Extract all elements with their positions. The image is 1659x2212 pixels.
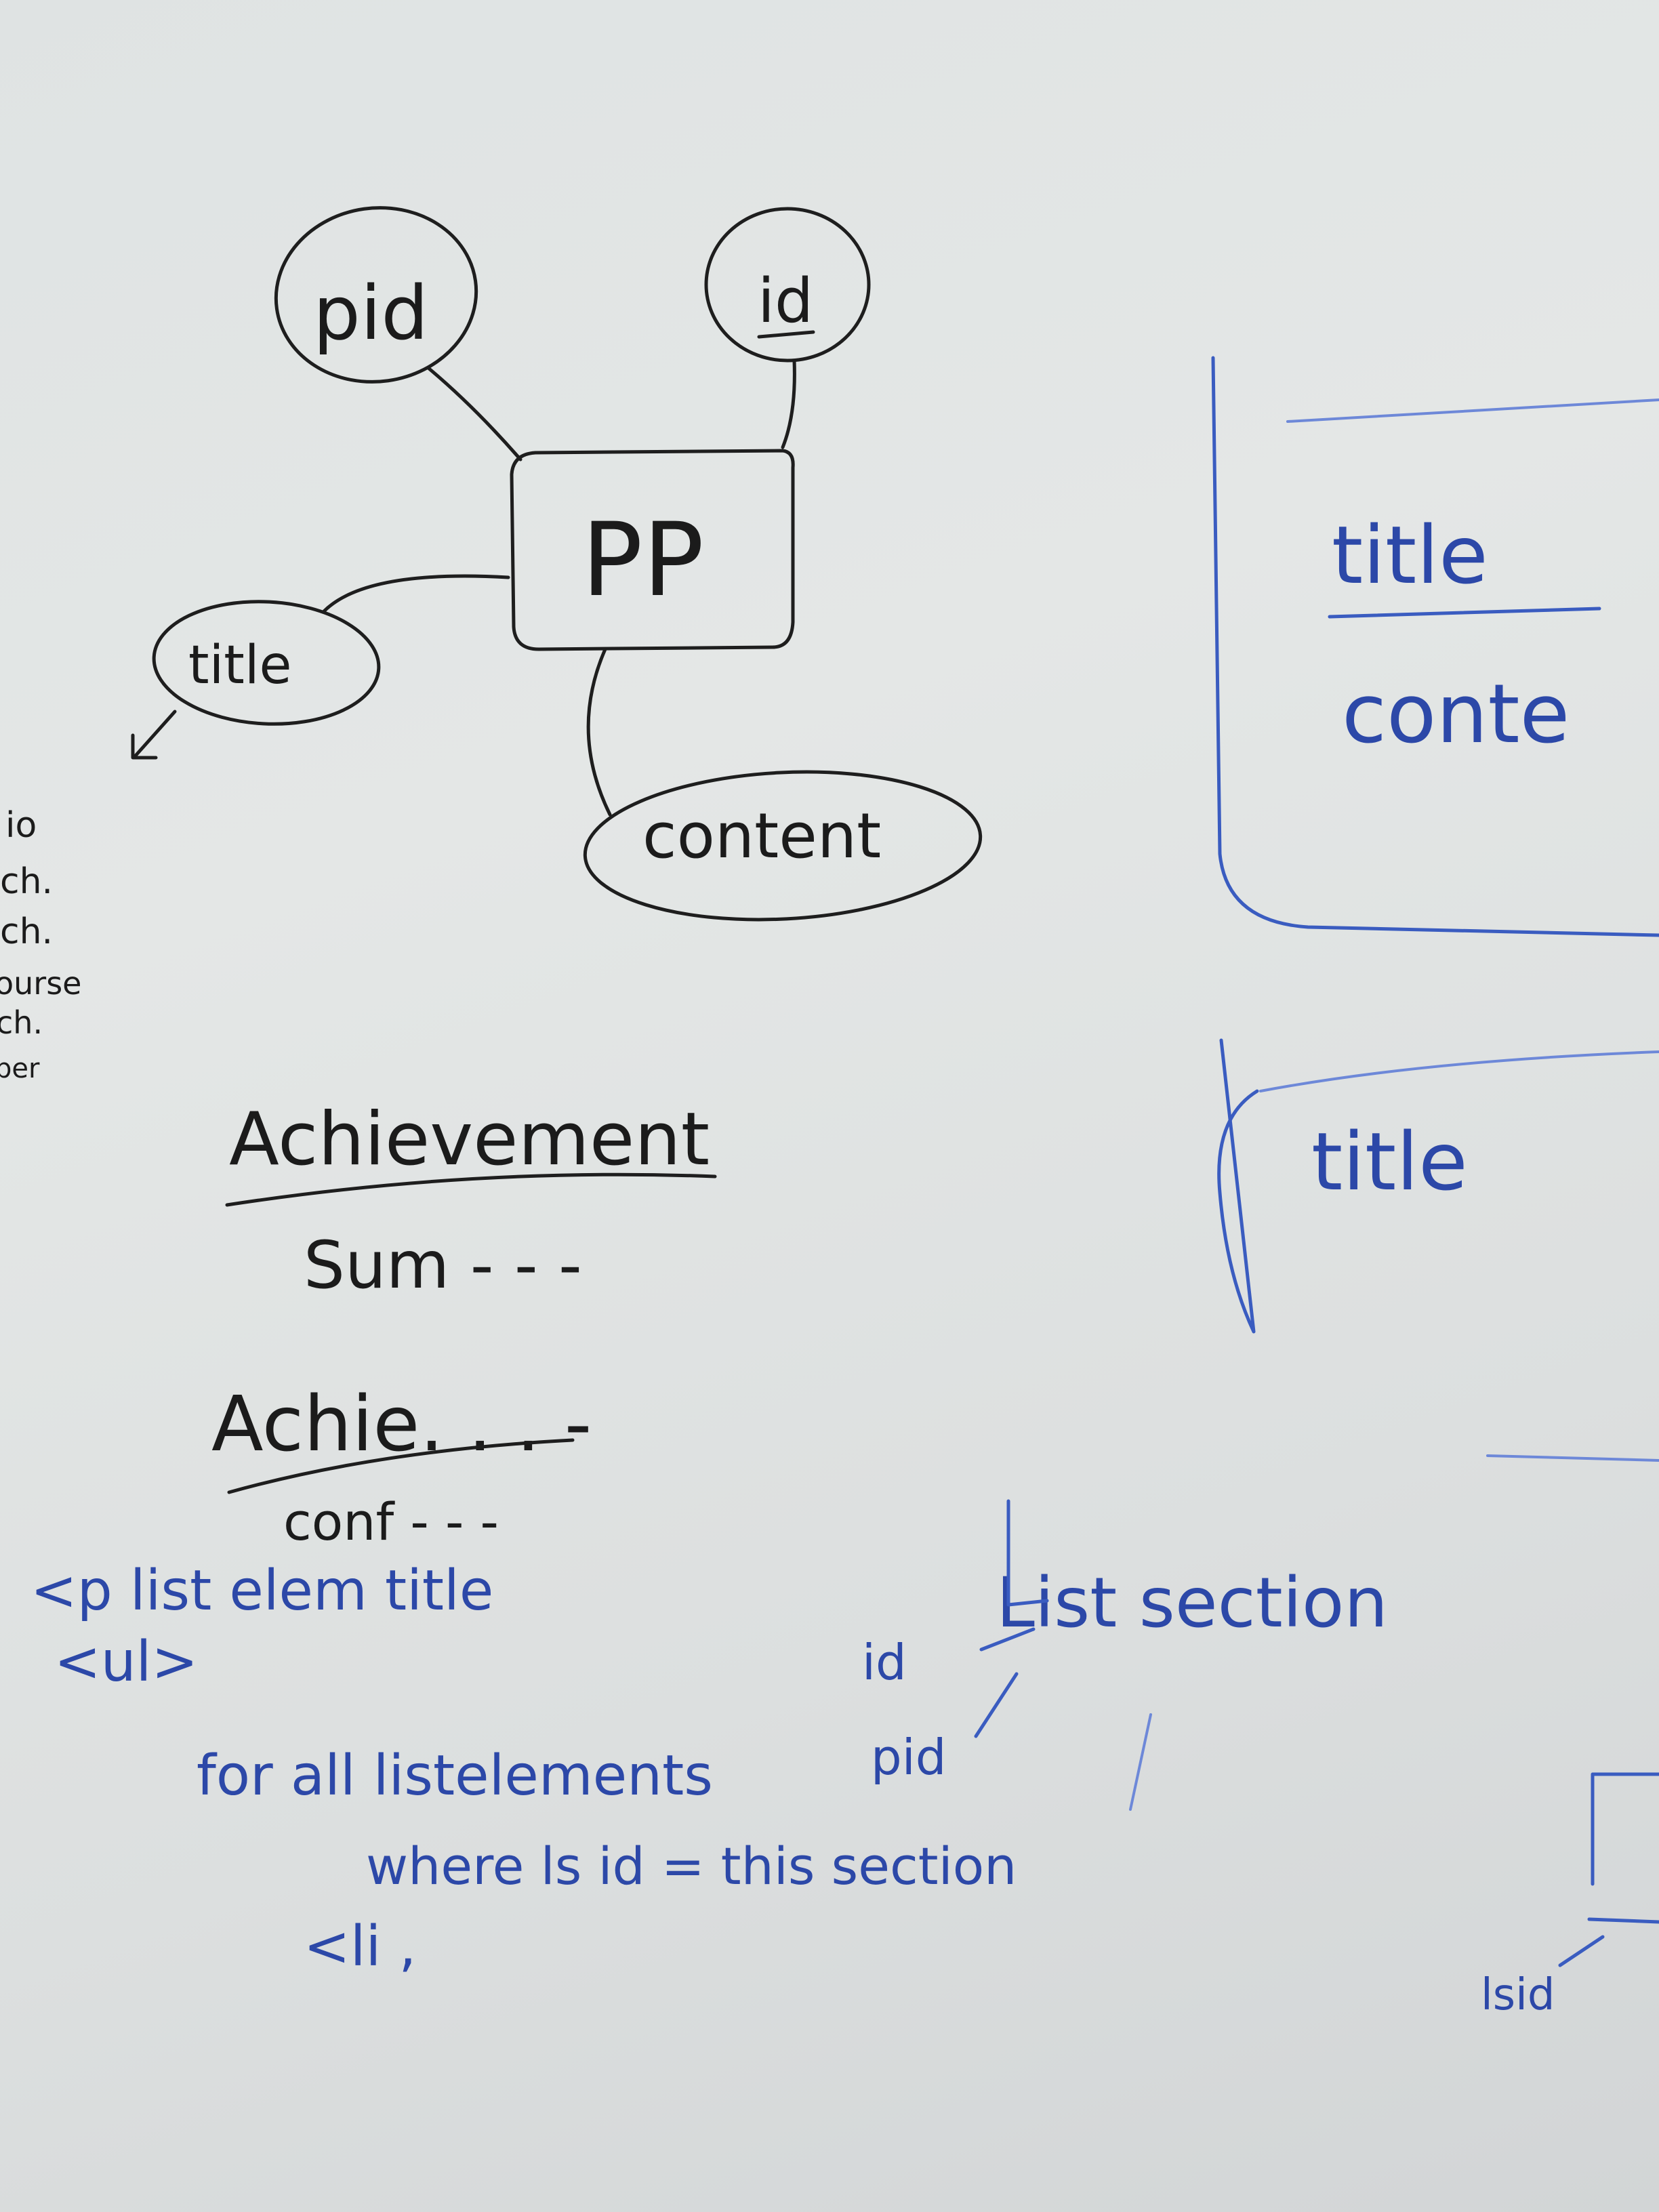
faint-blue-mark (1129, 1713, 1152, 1811)
code-line: <p list elem title (30, 1559, 493, 1623)
wireframe-card-1-border (1211, 356, 1659, 937)
list-section-field-id: id (862, 1634, 907, 1691)
wireframe-card-2-top-line (1259, 1050, 1659, 1092)
attribute-title-ellipse (152, 600, 381, 726)
entity-pp-box (510, 449, 795, 651)
arrow-down-left-icon (131, 710, 177, 760)
margin-fragment: ch. (0, 912, 53, 952)
margin-fragment: ch. (0, 1004, 43, 1041)
wireframe-card-1-title: title (1332, 508, 1488, 602)
margin-fragment: per (0, 1053, 40, 1084)
entity-pp-label: PP (581, 501, 704, 619)
wireframe-card-1-top-line (1286, 398, 1659, 423)
attribute-pid: pid (274, 206, 478, 384)
wireframe-card-1-content: conte (1342, 668, 1570, 762)
margin-fragment: ourse (0, 965, 81, 1002)
attribute-id: id (704, 207, 871, 363)
wireframe-card-2: title (1217, 1038, 1659, 1462)
attribute-pid-ellipse (274, 206, 478, 384)
attribute-id-ellipse (704, 207, 871, 363)
list-section-label: List section (996, 1563, 1388, 1643)
faint-right-line (1486, 1454, 1659, 1462)
partial-entity-box (1587, 1772, 1659, 1924)
attribute-content-ellipse (583, 770, 983, 922)
left-margin-notes: io ch. ch. ourse ch. per (0, 805, 81, 1084)
er-diagram: pid id PP title content (131, 206, 983, 922)
code-notes: <p list elem title <ul> for all listelem… (30, 1559, 1017, 1979)
entity-pp: PP (510, 449, 795, 651)
code-line: where ls id = this section (366, 1836, 1017, 1896)
wireframe-card-2-title: title (1311, 1115, 1468, 1208)
achievement-block-2: Achie. . . - conf - - - (211, 1380, 592, 1552)
wireframe-card-2-border (1217, 1038, 1259, 1334)
achievement-short-heading: Achie. . . - (211, 1380, 592, 1469)
attribute-id-underline (757, 330, 815, 339)
code-line: <ul> (54, 1630, 198, 1694)
achievement-short-underline (227, 1438, 575, 1494)
connector-field-id (979, 1627, 1036, 1652)
attribute-title-label: title (188, 635, 292, 696)
attribute-content: content (583, 770, 983, 922)
connector-field-pid (974, 1672, 1019, 1738)
code-line: <li , (304, 1914, 416, 1979)
achievement-sum-line: Sum - - - (304, 1227, 582, 1303)
list-section-bracket (1006, 1499, 1049, 1607)
achievement-heading: Achievement (229, 1097, 710, 1182)
list-section-field-lsid: lsid (1481, 1970, 1555, 2020)
attribute-id-label: id (758, 266, 813, 337)
margin-fragment: io (5, 805, 37, 846)
achievement-underline (225, 1172, 717, 1207)
connector-pid-pp (426, 366, 523, 462)
connector-id-pp (781, 359, 796, 449)
margin-fragment: ch. (0, 861, 53, 902)
attribute-pid-label: pid (313, 270, 428, 356)
attribute-content-label: content (642, 800, 881, 872)
connector-title-pp (322, 574, 510, 613)
wireframe-card-1-title-underline (1328, 607, 1601, 619)
wireframe-card-1: title conte (1211, 356, 1659, 937)
list-section-field-pid: pid (871, 1729, 946, 1786)
code-line: for all listelements (197, 1744, 713, 1808)
achievement-block-1: Achievement Sum - - - (225, 1097, 717, 1303)
attribute-title: title (152, 600, 381, 726)
list-section-entity: List section id pid lsid (862, 1499, 1659, 2020)
connector-field-lsid (1558, 1935, 1605, 1967)
connector-content-pp (586, 647, 612, 817)
achievement-conf-line: conf - - - (283, 1492, 499, 1552)
